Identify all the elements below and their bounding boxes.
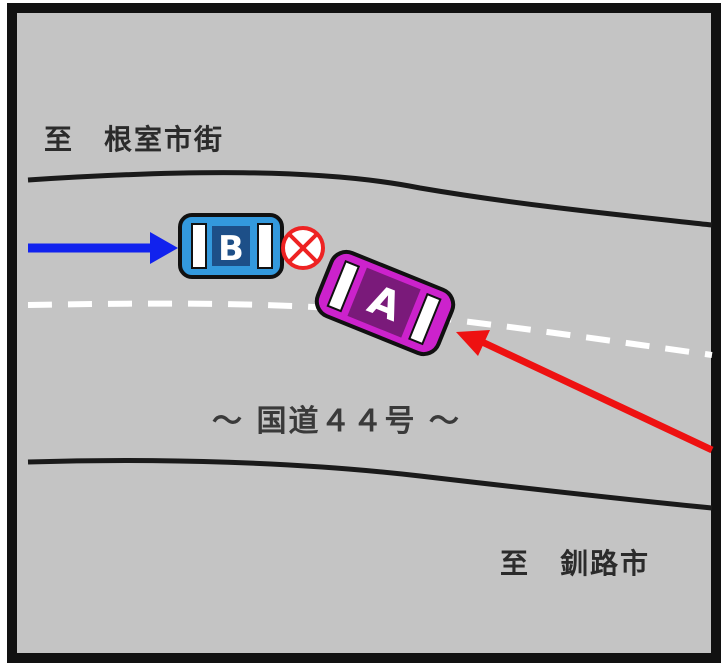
vehicle-a-direction-arrow xyxy=(456,330,714,454)
road-edge-north xyxy=(27,170,713,228)
vehicle-b-letter: B xyxy=(218,229,244,269)
road-name-label: ～ 国道４４号 ～ xyxy=(212,404,461,439)
south-destination-label: 至 釧路市 xyxy=(500,547,651,580)
vehicle-a: A xyxy=(314,249,456,357)
collision-point-marker xyxy=(281,226,325,270)
vehicle-b: B xyxy=(178,213,284,279)
road-edge-south xyxy=(27,458,713,511)
north-destination-label: 至 根室市街 xyxy=(44,123,225,156)
vehicle-b-direction-arrow xyxy=(28,232,178,264)
